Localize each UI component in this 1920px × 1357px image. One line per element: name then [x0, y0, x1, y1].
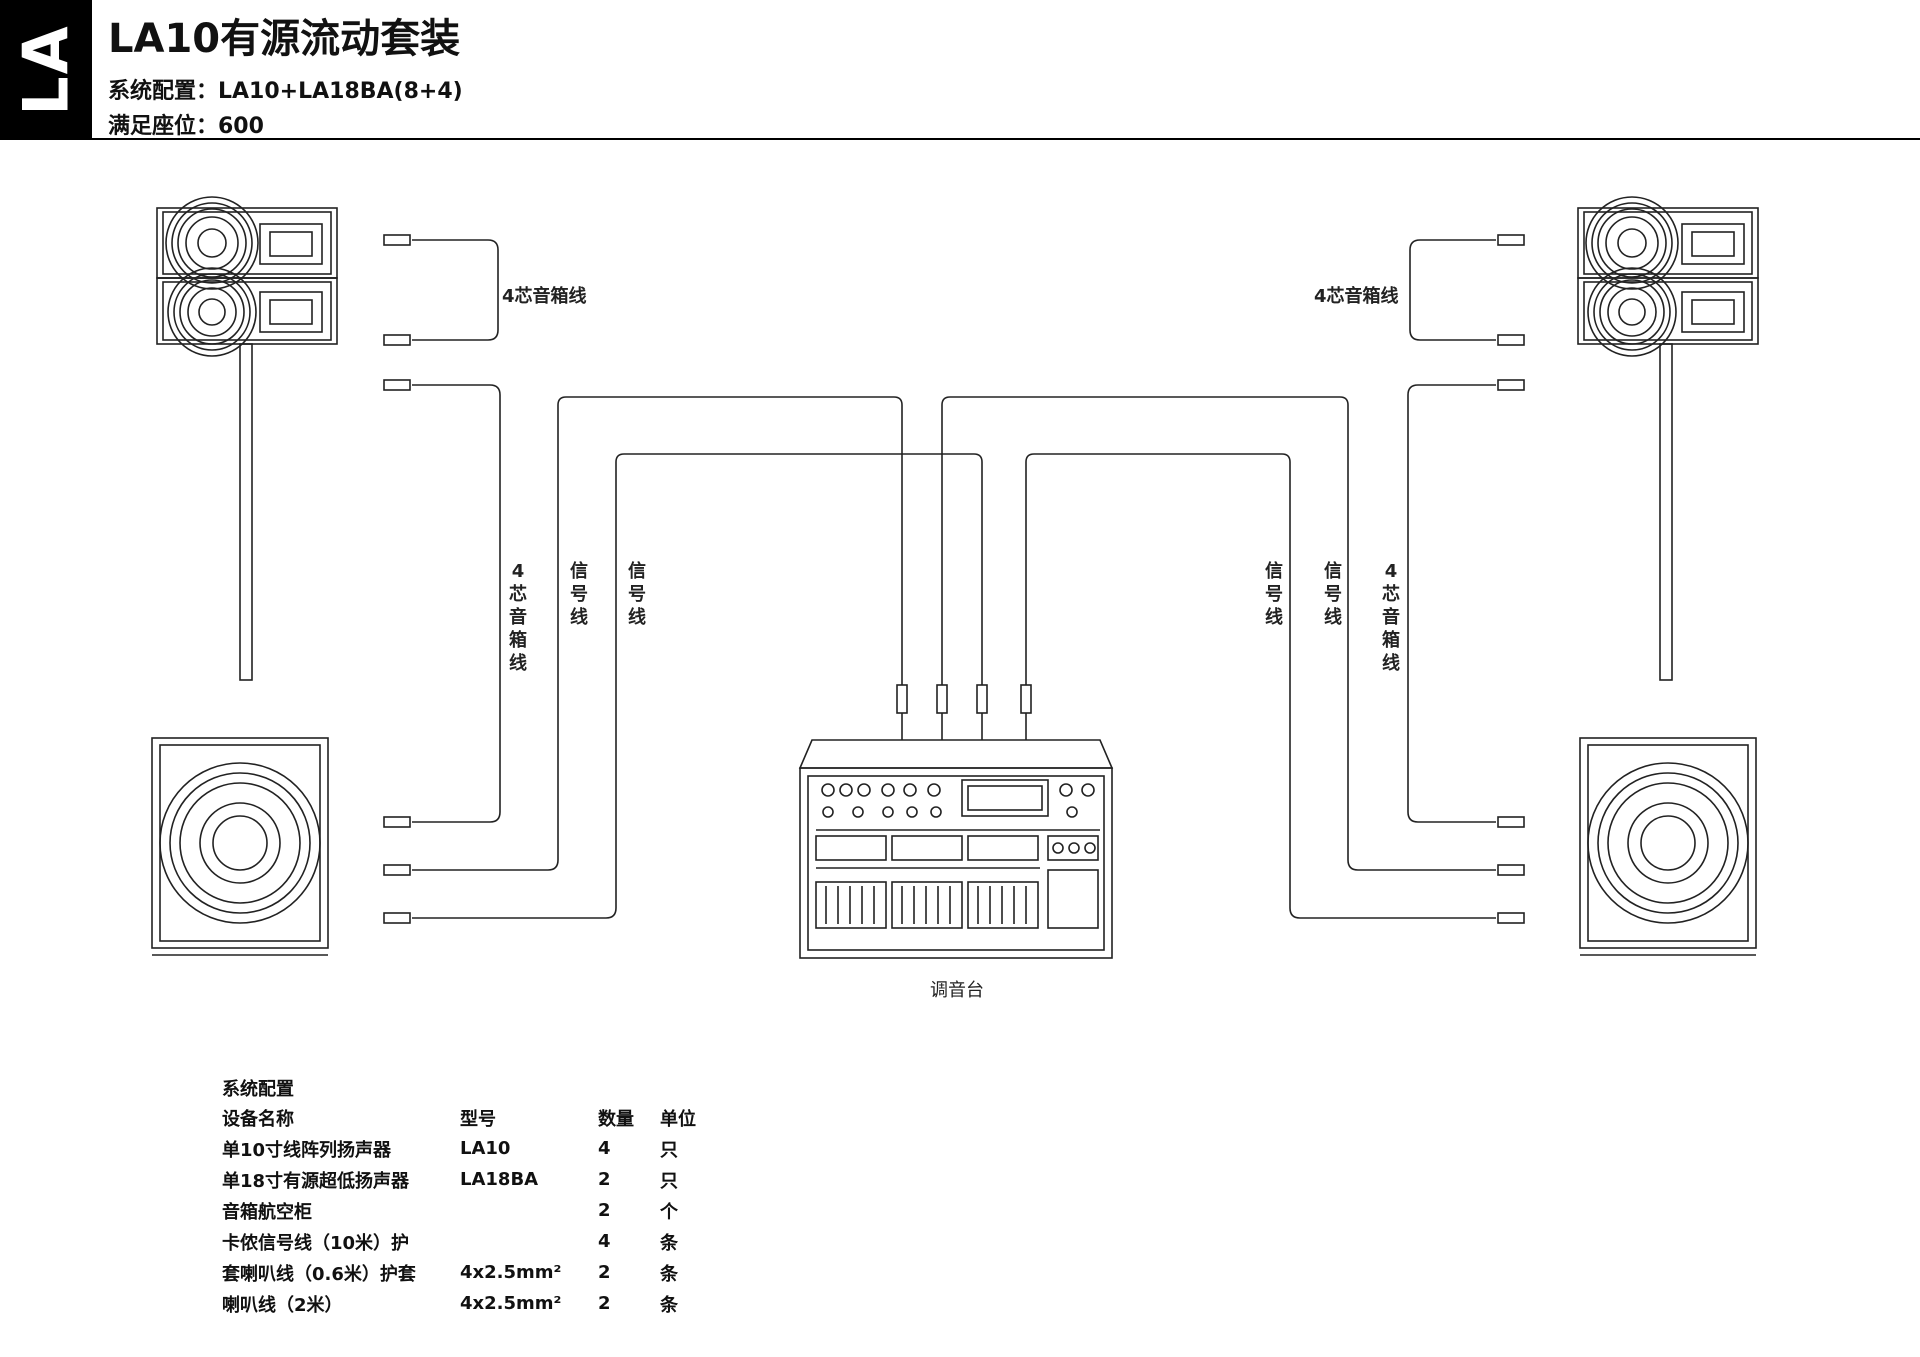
config-cell-qty: 2 [598, 1200, 611, 1221]
left-speaker-cable-to-sub [383, 379, 501, 828]
left-signal-label-1: 信号线 [570, 561, 588, 628]
page-title: LA10有源流动套装 [108, 16, 461, 62]
config-cell-model: 4x2.5mm² [460, 1293, 562, 1314]
left-signal-cable-2 [383, 453, 983, 924]
config-cell-unit: 只 [660, 1139, 678, 1161]
config-header-unit: 单位 [660, 1108, 696, 1130]
brand-logo: LA [0, 0, 92, 140]
config-cell-qty: 4 [598, 1231, 611, 1252]
config-cell-name: 单10寸线阵列扬声器 [222, 1139, 392, 1161]
right-link-cable-label: 4芯音箱线 [1314, 286, 1399, 307]
right-sub-cable-label: 4芯音箱线 [1382, 561, 1400, 674]
config-cell-model: LA10 [460, 1138, 511, 1159]
config-header-model: 型号 [460, 1108, 496, 1130]
config-cell-qty: 4 [598, 1138, 611, 1159]
config-cell-model [460, 1226, 598, 1257]
config-cell-name: 单18寸有源超低扬声器 [222, 1170, 410, 1192]
config-cell-unit: 条 [660, 1263, 678, 1285]
right-pole [1659, 343, 1673, 681]
header-divider [92, 138, 1920, 140]
left-link-cable-label: 4芯音箱线 [502, 286, 587, 307]
config-cell-model: LA18BA [460, 1169, 539, 1190]
right-subwoofer [1579, 737, 1757, 956]
table-row: 音箱航空柜 2 个 [222, 1195, 720, 1226]
config-cell-unit: 条 [660, 1294, 678, 1316]
mixing-console [798, 739, 1114, 959]
config-cell-model [460, 1195, 598, 1226]
config-title: 系统配置 [222, 1079, 294, 1100]
system-config-line: 系统配置：LA10+LA18BA(8+4) [108, 79, 463, 104]
config-header-row: 设备名称 型号 数量 单位 [222, 1102, 720, 1133]
config-cell-model: 4x2.5mm² [460, 1262, 562, 1283]
config-cell-unit: 条 [660, 1232, 678, 1254]
config-cell-name: 音箱航空柜 [222, 1201, 312, 1223]
console-label: 调音台 [930, 980, 984, 1001]
config-cell-qty: 2 [598, 1262, 611, 1283]
left-speaker-link-cable [383, 234, 499, 346]
right-signal-cable-2 [1025, 453, 1525, 924]
table-row: 套喇叭线（0.6米）护套 4x2.5mm² 2 条 [222, 1257, 720, 1288]
config-cell-name: 喇叭线（2米） [222, 1294, 343, 1316]
table-row: 喇叭线（2米） 4x2.5mm² 2 条 [222, 1288, 720, 1319]
config-cell-unit: 只 [660, 1170, 678, 1192]
left-sub-cable-label: 4芯音箱线 [509, 561, 527, 674]
table-row: 卡侬信号线（10米）护 4 条 [222, 1226, 720, 1257]
config-table: 设备名称 型号 数量 单位 单10寸线阵列扬声器 LA10 4 只 单18寸有源… [222, 1102, 720, 1319]
config-header-name: 设备名称 [222, 1108, 294, 1130]
config-cell-unit: 个 [660, 1201, 678, 1223]
seats-line: 满足座位：600 [108, 114, 264, 139]
config-header-qty: 数量 [598, 1108, 634, 1130]
config-cell-qty: 2 [598, 1293, 611, 1314]
left-signal-label-2: 信号线 [628, 561, 646, 628]
right-line-array-bottom [1577, 267, 1759, 357]
config-cell-qty: 2 [598, 1169, 611, 1190]
left-pole [239, 343, 253, 681]
left-line-array-top [156, 196, 338, 290]
table-row: 单18寸有源超低扬声器 LA18BA 2 只 [222, 1164, 720, 1195]
brand-logo-text: LA [9, 24, 83, 116]
right-line-array-top [1577, 196, 1759, 290]
header: LA LA10有源流动套装 系统配置：LA10+LA18BA(8+4) 满足座位… [0, 0, 1920, 140]
right-signal-label-1: 信号线 [1324, 561, 1342, 628]
config-cell-name: 套喇叭线（0.6米）护套 [222, 1263, 416, 1285]
right-signal-label-2: 信号线 [1265, 561, 1283, 628]
left-signal-cable-1 [383, 396, 903, 876]
left-line-array-bottom [156, 267, 338, 357]
right-speaker-link-cable [1409, 234, 1525, 346]
right-speaker-cable-to-sub [1407, 379, 1525, 828]
wiring-diagram [151, 196, 1759, 959]
table-row: 单10寸线阵列扬声器 LA10 4 只 [222, 1133, 720, 1164]
console-xlr-plugs [896, 684, 1032, 740]
left-subwoofer [151, 737, 329, 956]
config-cell-name: 卡侬信号线（10米）护 [222, 1232, 410, 1254]
right-signal-cable-1 [941, 396, 1525, 876]
